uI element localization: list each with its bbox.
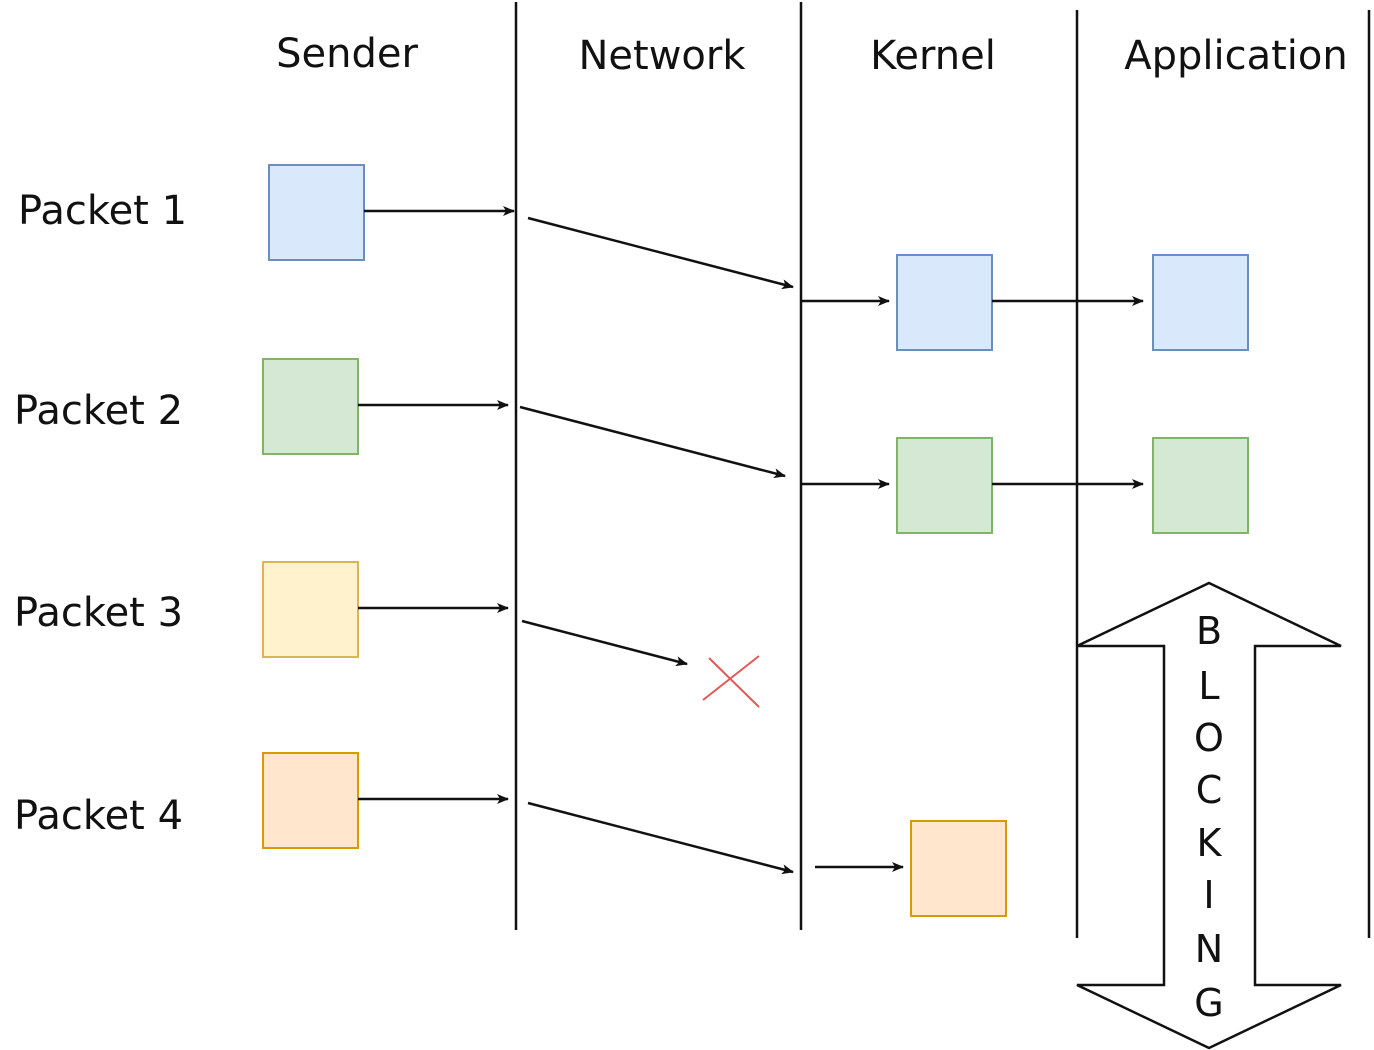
column-title-network: Network bbox=[578, 33, 746, 79]
packet-label-1: Packet 1 bbox=[18, 188, 187, 234]
blocking-letter: N bbox=[1195, 927, 1223, 971]
packet-4-transit-arrow bbox=[527, 801, 794, 875]
column-title-application: Application bbox=[1124, 33, 1348, 79]
packet-1-transit-arrow bbox=[527, 216, 794, 290]
packet-1-kernel-box bbox=[896, 254, 993, 351]
blocking-letter: B bbox=[1196, 609, 1222, 653]
column-title-kernel: Kernel bbox=[870, 33, 996, 79]
blocking-letter: C bbox=[1196, 768, 1223, 812]
blocking-letter: I bbox=[1203, 873, 1214, 917]
packet-2-kernel-box bbox=[896, 437, 993, 534]
packet-4-kernel-box bbox=[910, 820, 1007, 917]
packet-label-3: Packet 3 bbox=[14, 590, 183, 636]
blocking-double-arrow bbox=[1076, 581, 1342, 1050]
packet-3-loss-mark bbox=[702, 655, 760, 708]
packet-3-transit-arrow bbox=[521, 619, 688, 667]
packet-3-sender-box bbox=[262, 561, 359, 658]
packet-4-sender-box bbox=[262, 752, 359, 849]
blocking-letter: L bbox=[1198, 664, 1219, 708]
blocking-letter: K bbox=[1197, 821, 1223, 865]
blocking-letter: O bbox=[1194, 716, 1224, 760]
packet-label-4: Packet 4 bbox=[14, 793, 183, 839]
packet-1-sender-box bbox=[268, 164, 365, 261]
column-title-sender: Sender bbox=[276, 31, 418, 77]
packet-label-2: Packet 2 bbox=[14, 388, 183, 434]
packet-2-sender-box bbox=[262, 358, 359, 455]
blocking-letter: G bbox=[1194, 981, 1223, 1025]
packet-2-transit-arrow bbox=[519, 405, 786, 479]
packet-2-application-box bbox=[1152, 437, 1249, 534]
packet-1-application-box bbox=[1152, 254, 1249, 351]
